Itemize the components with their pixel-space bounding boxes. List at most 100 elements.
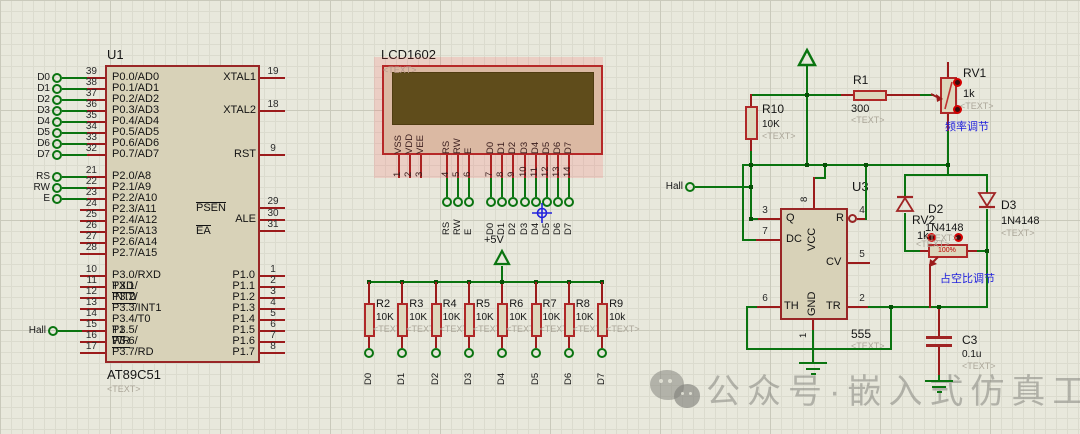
pin-number: 10 — [517, 166, 529, 177]
watermark: 公众号·嵌入式仿真工程 — [648, 364, 1080, 424]
wire — [812, 330, 814, 363]
terminal[interactable] — [52, 139, 62, 149]
terminal[interactable] — [508, 197, 519, 207]
resistor[interactable] — [463, 303, 475, 337]
pot-rv1-element — [944, 81, 953, 110]
resistor-r1[interactable] — [853, 90, 887, 101]
pin-stub — [457, 155, 459, 178]
junction-dot — [805, 93, 809, 97]
resistor-ref: R3 — [409, 298, 424, 310]
terminal[interactable] — [52, 73, 62, 83]
resistor[interactable] — [430, 303, 442, 337]
rv1-adjust-handle[interactable] — [953, 105, 962, 114]
rv2-adjust-handle[interactable] — [954, 233, 963, 242]
diode-d3[interactable] — [977, 191, 997, 210]
hall-terminal[interactable] — [685, 182, 695, 192]
pin-stub — [398, 155, 400, 178]
pin-number: 21 — [85, 165, 97, 176]
pin-stub — [601, 337, 604, 348]
resistor[interactable] — [497, 303, 509, 337]
terminal[interactable] — [453, 197, 463, 207]
terminal[interactable] — [52, 117, 62, 127]
terminal[interactable] — [52, 172, 62, 182]
ground-symbol[interactable] — [925, 380, 953, 382]
terminal[interactable] — [442, 197, 452, 207]
terminal[interactable] — [52, 150, 62, 160]
terminal[interactable] — [564, 197, 575, 207]
wire — [557, 178, 560, 197]
wire — [501, 266, 503, 282]
terminal[interactable] — [597, 348, 608, 358]
text-placeholder: <TEXT> — [916, 239, 950, 249]
terminal[interactable] — [52, 194, 62, 204]
terminal[interactable] — [52, 95, 62, 105]
terminal[interactable] — [497, 197, 508, 207]
resistor-r10[interactable] — [745, 106, 758, 140]
wire — [929, 264, 931, 308]
pin-number: 37 — [85, 88, 97, 99]
rv1-adjust-handle[interactable] — [953, 78, 962, 87]
resistor[interactable] — [597, 303, 609, 337]
pin-stub — [750, 140, 752, 152]
mcu-at89c51-body[interactable] — [105, 65, 260, 363]
junction-dot — [823, 163, 827, 167]
pin-name-th: TH — [784, 300, 799, 312]
terminal[interactable] — [52, 84, 62, 94]
pin-stub — [534, 155, 537, 178]
terminal[interactable] — [430, 348, 441, 358]
wire — [62, 187, 87, 189]
terminal[interactable] — [486, 197, 496, 207]
text-placeholder: <TEXT> — [406, 324, 440, 334]
timer-555-body[interactable] — [780, 208, 848, 320]
terminal[interactable] — [530, 348, 541, 358]
capacitor-plate[interactable] — [926, 344, 952, 347]
pin-stub — [567, 282, 570, 303]
terminal[interactable] — [463, 348, 474, 358]
resistor[interactable] — [530, 303, 542, 337]
terminal[interactable] — [52, 106, 62, 116]
resistor[interactable] — [397, 303, 409, 337]
hall-terminal[interactable] — [48, 326, 58, 336]
wire — [986, 209, 988, 308]
pin-name: P0.6/AD6 — [112, 137, 160, 149]
junction-dot — [805, 163, 809, 167]
r1-value: 300 — [851, 103, 870, 115]
resistor[interactable] — [563, 303, 575, 337]
resistor[interactable] — [364, 303, 375, 337]
terminal[interactable] — [52, 183, 62, 193]
terminal[interactable] — [397, 348, 408, 358]
wire — [890, 306, 892, 350]
power-arrow-icon[interactable] — [493, 248, 511, 266]
terminal[interactable] — [553, 197, 564, 207]
r10-value: 10K — [762, 119, 780, 130]
diode-d2[interactable] — [895, 195, 915, 214]
pin-name: P2.1/A9 — [112, 181, 152, 193]
terminal[interactable] — [497, 348, 508, 358]
ground-symbol[interactable] — [799, 362, 827, 364]
terminal-label: E — [43, 193, 50, 204]
capacitor-plate[interactable] — [926, 336, 952, 339]
terminal[interactable] — [542, 197, 552, 207]
wire — [750, 218, 758, 220]
terminal-label: D2 — [37, 94, 50, 105]
power-arrow-icon[interactable] — [797, 47, 817, 67]
pin-stub — [260, 330, 285, 332]
pin-stub — [434, 337, 437, 348]
terminal[interactable] — [519, 197, 530, 207]
pin-number: 30 — [267, 208, 279, 219]
terminal[interactable] — [52, 128, 62, 138]
terminal[interactable] — [563, 348, 574, 358]
junction-dot — [749, 185, 753, 189]
rv2-adjust-handle[interactable] — [927, 233, 936, 242]
terminal[interactable] — [364, 348, 374, 358]
pin-name: D3 — [518, 141, 530, 154]
pin-stub — [260, 341, 285, 343]
terminal-label: D4 — [37, 116, 50, 127]
pin-stub — [750, 94, 752, 106]
pin-stub — [523, 155, 526, 178]
terminal[interactable] — [464, 197, 474, 207]
terminal[interactable] — [530, 197, 541, 207]
pin-stub — [368, 282, 370, 303]
wire — [824, 164, 826, 178]
pot-rv2[interactable] — [928, 244, 968, 258]
